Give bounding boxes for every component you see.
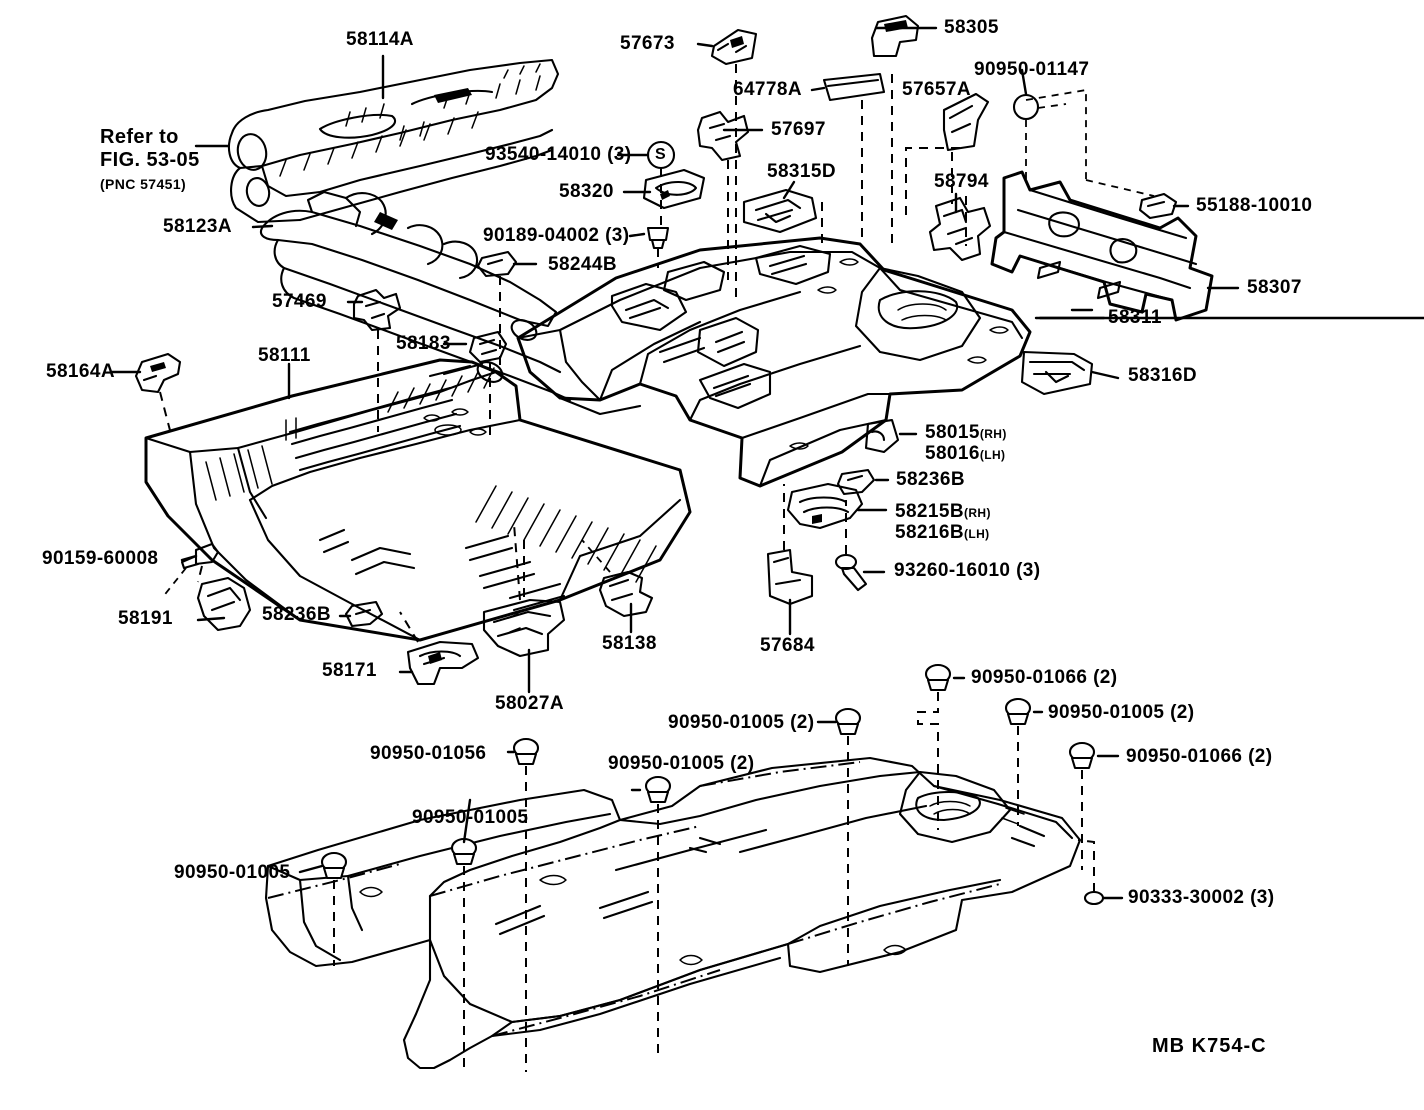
label-58015: 58015(RH) [925, 422, 1007, 444]
label-58311: 58311 [1108, 307, 1162, 328]
part-90159-60008-shape [180, 542, 220, 570]
label-58216B: 58216B(LH) [895, 522, 990, 544]
label-58305: 58305 [944, 17, 999, 38]
part-58794-shape [928, 196, 992, 262]
part-57684-shape [766, 548, 814, 606]
label-93540-14010: 93540-14010 (3) [485, 144, 632, 165]
label-58183: 58183 [396, 333, 451, 354]
part-64778A-shape [822, 72, 886, 102]
part-55188-10010-shape [1138, 192, 1178, 220]
part-58315D-shape [742, 188, 818, 234]
part-58164A-shape [134, 352, 182, 394]
part-58191-shape [196, 576, 252, 632]
label-58191: 58191 [118, 608, 173, 629]
label-58123A: 58123A [163, 216, 232, 237]
part-58015-shape [864, 418, 900, 454]
label-58111: 58111 [258, 345, 311, 366]
label-58216B-num: 58216B [895, 522, 964, 543]
part-58215B-shape [786, 482, 864, 530]
part-57697-shape [696, 110, 750, 162]
label-57469: 57469 [272, 291, 327, 312]
label-58027A: 58027A [495, 693, 564, 714]
lower-floor-insulator [264, 756, 1082, 1070]
footer-code: MB K754-C [1152, 1035, 1267, 1057]
refer-line2: FIG. 53-05 [100, 149, 200, 172]
label-58216B-side: (LH) [963, 527, 990, 541]
label-57673: 57673 [620, 33, 675, 54]
part-57657A-shape [942, 92, 990, 152]
lead-lines-upper [110, 26, 1424, 694]
label-90333-30002: 90333-30002 (3) [1128, 887, 1275, 908]
part-90189-04002-shape [646, 226, 670, 250]
label-58015-num: 58015 [925, 422, 980, 443]
label-58236B-left: 58236B [262, 604, 331, 625]
part-58244B-shape [476, 250, 518, 278]
s-marker-text: S [655, 146, 667, 163]
part-58316D-shape [1020, 350, 1094, 396]
label-90950-01005-mid: 90950-01005 (2) [668, 712, 815, 733]
label-58114A: 58114A [346, 29, 414, 50]
part-58111-shape [144, 358, 692, 642]
label-58016: 58016(LH) [925, 443, 1006, 465]
part-90950-01147-shape [1012, 93, 1040, 121]
label-90950-01147: 90950-01147 [974, 59, 1090, 80]
label-58244B: 58244B [548, 254, 617, 275]
label-57697: 57697 [771, 119, 826, 140]
label-93260-16010: 93260-16010 (3) [894, 560, 1041, 581]
part-58171-shape [406, 640, 480, 686]
label-58307: 58307 [1247, 277, 1302, 298]
lead-lines-lower [298, 676, 1124, 900]
label-57684: 57684 [760, 635, 815, 656]
label-58016-num: 58016 [925, 443, 980, 464]
part-57469-shape [352, 288, 402, 332]
label-58215B: 58215B(RH) [895, 501, 991, 523]
label-90950-01005-c: 90950-01005 [412, 807, 529, 828]
label-58320: 58320 [559, 181, 614, 202]
label-58015-side: (RH) [979, 427, 1007, 441]
part-93260-16010-shape [834, 553, 868, 592]
label-90950-01005-right: 90950-01005 (2) [1048, 702, 1195, 723]
label-58794: 58794 [934, 171, 989, 192]
label-90159-60008: 90159-60008 [42, 548, 159, 569]
part-58307-shape [990, 170, 1214, 322]
assembly-guide-lines [159, 64, 1155, 643]
part-58138-shape [598, 570, 654, 618]
part-58114A-shape [227, 58, 560, 224]
part-58236B-left-shape [344, 600, 384, 628]
lower-plugs [320, 663, 1105, 906]
label-90950-01005-b: 90950-01005 (2) [608, 753, 755, 774]
lower-guide-lines [333, 692, 1095, 1072]
label-58316D: 58316D [1128, 365, 1197, 386]
refer-to-note: Refer to FIG. 53-05 (PNC 57451) [100, 126, 200, 196]
label-90950-01005-d: 90950-01005 [174, 862, 291, 883]
label-90189-04002: 90189-04002 (3) [483, 225, 630, 246]
label-57657A: 57657A [902, 79, 971, 100]
label-64778A: 64778A [733, 79, 802, 100]
label-55188-10010: 55188-10010 [1196, 195, 1313, 216]
label-58315D: 58315D [767, 161, 836, 182]
label-58215B-side: (RH) [963, 506, 991, 520]
label-58215B-num: 58215B [895, 501, 964, 522]
part-57673-shape [710, 28, 758, 66]
label-58164A: 58164A [46, 361, 115, 382]
part-58027A-shape [482, 598, 566, 658]
label-58138: 58138 [602, 633, 657, 654]
label-90950-01066-top: 90950-01066 (2) [971, 667, 1118, 688]
label-58016-side: (LH) [979, 448, 1006, 462]
part-58320-shape [642, 168, 706, 210]
part-58236B-right-shape [836, 468, 876, 496]
refer-line3: (PNC 57451) [100, 176, 187, 193]
refer-line1: Refer to [100, 126, 179, 148]
label-90950-01056: 90950-01056 [370, 743, 487, 764]
label-90950-01066-right: 90950-01066 (2) [1126, 746, 1273, 767]
label-58171: 58171 [322, 660, 377, 681]
part-58305-shape [870, 14, 920, 58]
label-58236B-right: 58236B [896, 469, 965, 490]
